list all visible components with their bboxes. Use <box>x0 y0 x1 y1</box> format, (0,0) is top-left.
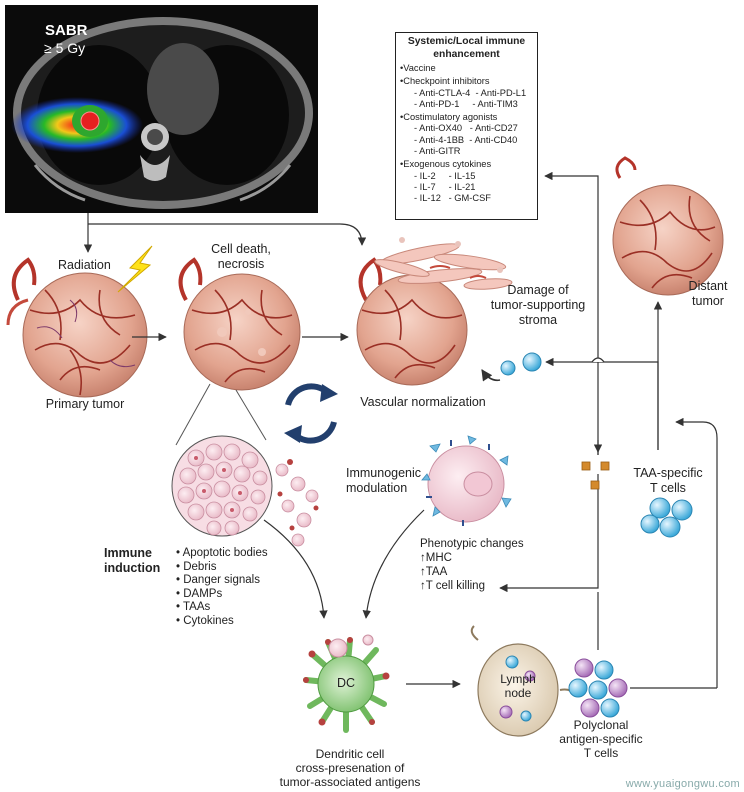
box-title: Systemic/Local immune enhancement <box>407 36 526 60</box>
radiation-label: Radiation <box>58 258 111 272</box>
vaccine-section: •Vaccine <box>400 63 436 73</box>
apoptotic-cells-illustration <box>171 435 319 547</box>
immunogenic-modulation-label: Immunogenic modulation <box>346 466 422 495</box>
ct-scan-image <box>5 5 318 213</box>
lymph-node-label: Lymph node <box>500 672 536 700</box>
taa-t-cells-label: TAA-specific T cells <box>633 466 703 495</box>
cytokines-section: •Exogenous cytokines - IL-2 - IL-15 - IL… <box>400 159 492 204</box>
dose-label: ≥ 5 Gy <box>44 40 86 56</box>
polyclonal-t-cells-label: Polyclonal antigen-specific T cells <box>559 718 643 760</box>
costimulatory-section: •Costimulatory agonists - Anti-OX40 - An… <box>400 112 518 157</box>
cycle-arrows-icon <box>284 383 338 444</box>
polyclonal-t-cells-illustration <box>568 658 628 718</box>
checkpoint-section: •Checkpoint inhibitors - Anti-CTLA-4 - A… <box>400 76 527 109</box>
vascular-tumor-illustration <box>356 237 513 386</box>
distant-tumor-label: Distant tumor <box>688 279 728 308</box>
vascular-normalization-label: Vascular normalization <box>360 395 486 409</box>
induction-list: Apoptotic bodies Debris Danger signals D… <box>176 547 268 629</box>
cell-death-label: Cell death, necrosis <box>211 242 271 271</box>
phenotypic-changes: Phenotypic changes MHC TAA T cell killin… <box>420 537 524 593</box>
dendritic-cell-label: Dendritic cell cross-presenation of tumo… <box>279 747 421 789</box>
primary-tumor-illustration <box>6 257 148 398</box>
dc-label: DC <box>336 676 356 690</box>
watermark: www.yuaigongwu.com <box>625 778 740 790</box>
primary-tumor-label: Primary tumor <box>45 397 125 411</box>
immune-enhancement-box: Systemic/Local immune enhancement •Vacci… <box>395 32 538 220</box>
lymph-node-illustration <box>470 625 575 737</box>
necrotic-tumor-illustration <box>178 257 301 391</box>
stroma-damage-label: Damage of tumor-supporting stroma <box>490 283 586 327</box>
modulated-tumor-cell-illustration <box>421 435 512 526</box>
distant-tumor-illustration <box>612 156 724 296</box>
taa-t-cells-illustration <box>640 497 693 538</box>
sabr-label: SABR <box>45 22 88 39</box>
immune-induction-label: Immune induction <box>104 546 161 575</box>
dendritic-cell-illustration <box>303 634 390 733</box>
